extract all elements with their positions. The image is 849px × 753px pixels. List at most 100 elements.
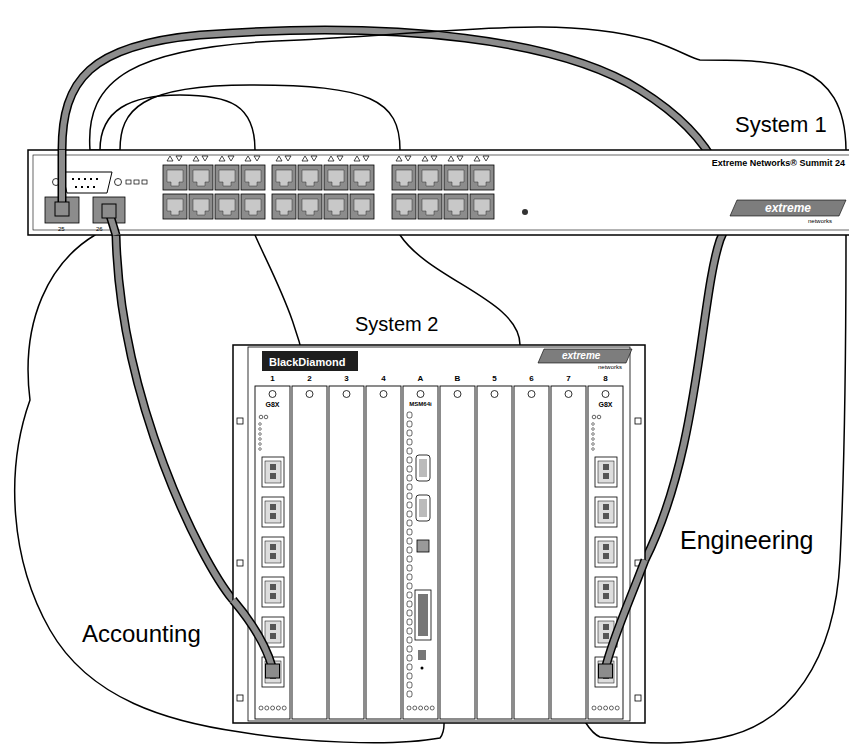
fiber-port <box>265 661 281 683</box>
rj45-jack <box>474 170 490 186</box>
rail-hole <box>237 418 243 424</box>
led-triangle <box>474 156 480 161</box>
vlan-name: Engineering <box>680 528 813 553</box>
card-led <box>592 438 595 441</box>
led-strip <box>407 619 412 625</box>
card-latch <box>417 391 424 398</box>
card-led <box>276 706 280 710</box>
rj45-jack <box>276 199 292 215</box>
led-strip <box>407 466 412 472</box>
fiber-module <box>262 497 284 527</box>
rj45-jack <box>422 199 438 215</box>
rj45-jack <box>245 170 261 186</box>
led-strip <box>407 574 412 580</box>
card-led <box>424 706 428 710</box>
card-latch <box>380 391 387 398</box>
logo-band <box>538 349 632 363</box>
module-card <box>551 386 586 719</box>
led-strip <box>407 412 412 418</box>
cable-plug <box>102 204 116 218</box>
cable-outline <box>606 560 646 668</box>
led-triangle <box>457 156 463 161</box>
fiber-socket <box>603 544 609 550</box>
switch-button <box>418 650 426 660</box>
uplink-port <box>45 197 79 223</box>
card-latch <box>565 391 572 398</box>
module-card <box>366 386 401 719</box>
rj45-port <box>418 165 442 190</box>
card-led <box>592 428 595 431</box>
led-strip <box>407 457 412 463</box>
fiber-socket <box>270 504 276 510</box>
led-strip <box>407 556 412 562</box>
led-triangle <box>483 156 489 161</box>
fiber-socket <box>603 593 609 599</box>
card-led <box>259 428 262 431</box>
card-led <box>592 448 595 451</box>
led-triangle <box>405 156 411 161</box>
led-strip <box>407 484 412 490</box>
led-strip <box>407 439 412 445</box>
led-triangle <box>219 156 225 161</box>
slot-number: B <box>455 375 461 383</box>
module-card <box>440 386 475 719</box>
fiber-module <box>595 537 617 567</box>
uplink-port <box>93 197 125 223</box>
led-strip <box>407 673 412 679</box>
status-led <box>126 180 131 184</box>
rj45-port <box>215 165 239 190</box>
card-name: G8X <box>265 401 279 408</box>
rj45-port <box>470 165 494 190</box>
card-led <box>615 706 619 710</box>
fiber-module <box>595 657 617 687</box>
rj45-jack <box>328 170 344 186</box>
card-led <box>592 415 596 419</box>
fiber-socket <box>270 473 276 479</box>
system-heading: System 2 <box>355 314 438 334</box>
fiber-socket <box>270 673 276 679</box>
rj45-port <box>392 165 416 190</box>
led-triangle <box>176 156 182 161</box>
led-strip <box>407 664 412 670</box>
connector-pins <box>72 179 102 187</box>
fiber-socket <box>603 633 609 639</box>
cable <box>62 30 727 560</box>
connector-screw <box>53 179 60 186</box>
rj45-port <box>324 194 348 219</box>
brand-name: BlackDiamond <box>269 357 345 368</box>
reset-hole <box>421 667 424 670</box>
module-card <box>329 386 364 719</box>
rj45-jack <box>448 170 464 186</box>
fiber-socket <box>603 673 609 679</box>
network-cable <box>116 235 233 600</box>
led-strip <box>407 520 412 526</box>
led-strip <box>407 502 412 508</box>
logo-word: extreme <box>765 202 811 214</box>
rail-hole <box>635 560 641 566</box>
fiber-socket <box>603 473 609 479</box>
card-latch <box>269 391 276 398</box>
rj45-port <box>189 194 213 219</box>
led-triangle <box>363 156 369 161</box>
fiber-socket <box>270 633 276 639</box>
status-led <box>142 180 147 184</box>
slot-number: A <box>418 375 424 383</box>
rj45-port <box>163 194 187 219</box>
led-triangle <box>311 156 317 161</box>
logo-band <box>730 200 846 216</box>
fiber-socket <box>603 664 609 670</box>
chassis-body <box>233 345 645 723</box>
led-triangle <box>254 156 260 161</box>
port-number: 25 <box>58 226 65 232</box>
card-name: G8X <box>598 401 612 408</box>
chassis-illustration <box>233 345 645 723</box>
switch-face <box>33 155 849 230</box>
led-triangle <box>396 156 402 161</box>
card-led <box>259 423 262 426</box>
slot-number: 4 <box>381 375 385 383</box>
rj45-jack <box>422 170 438 186</box>
port-grid <box>163 156 494 219</box>
card-latch <box>491 391 498 398</box>
